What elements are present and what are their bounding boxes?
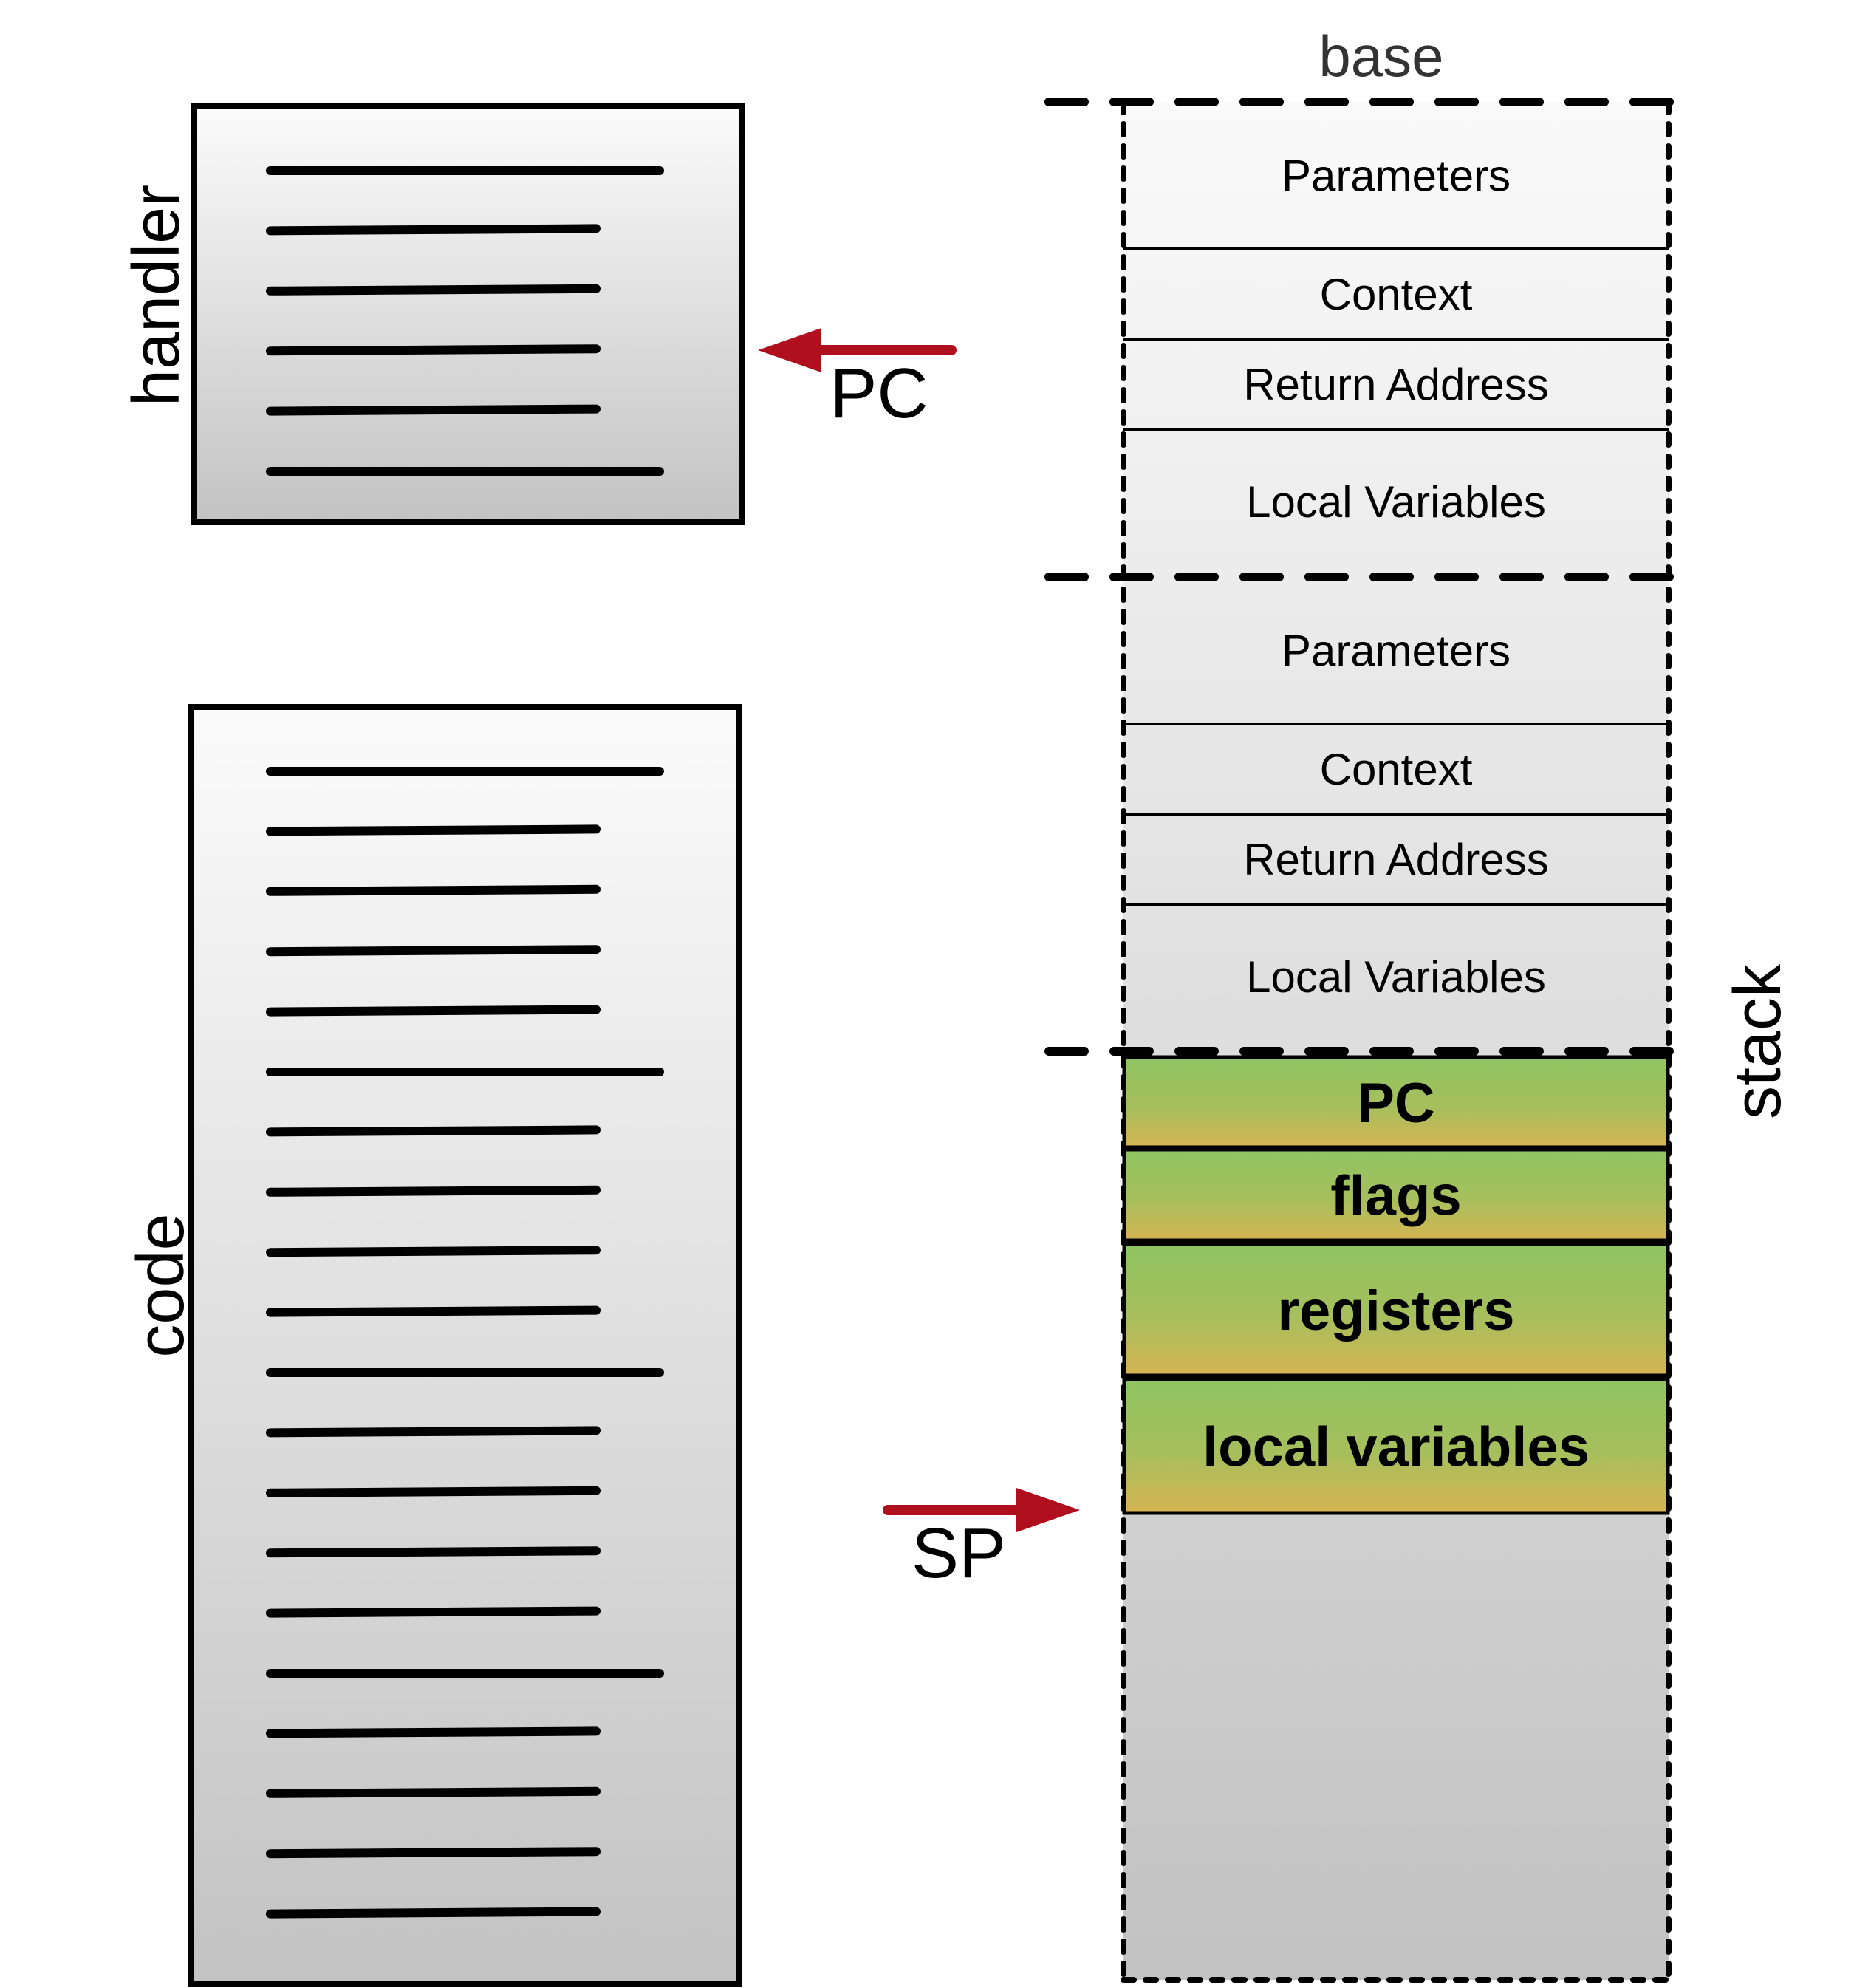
interrupt-cell-label: PC — [1357, 1072, 1435, 1135]
stack-cell-label: Local Variables — [1246, 477, 1546, 527]
code-line — [266, 1786, 601, 1798]
code-line — [266, 1726, 601, 1738]
code-line — [266, 824, 601, 836]
sp-arrow — [883, 1488, 1080, 1532]
code-line — [266, 884, 601, 896]
interrupt-cell-label: local variables — [1203, 1416, 1590, 1479]
interrupt-cell — [1122, 1377, 1670, 1515]
code-line — [266, 1305, 601, 1317]
stack-cell-label: Parameters — [1282, 626, 1511, 676]
pc-pointer-label: PC — [830, 354, 928, 433]
stack-label: stack — [1721, 963, 1795, 1119]
interrupt-cell — [1122, 1242, 1670, 1378]
stack-cell-label: Return Address — [1243, 835, 1549, 884]
stack-cell-label: Context — [1320, 270, 1473, 319]
code-line — [266, 1907, 601, 1919]
code-line — [266, 1546, 601, 1558]
handler-label: handler — [120, 185, 194, 406]
stack-cell-label: Return Address — [1243, 360, 1549, 409]
code-line — [266, 1847, 601, 1859]
code-line — [266, 1125, 601, 1137]
code-line — [266, 344, 601, 356]
code-box — [188, 704, 742, 1987]
handler-box — [191, 103, 745, 525]
code-line — [266, 404, 601, 416]
code-label: code — [124, 1213, 198, 1357]
code-line — [266, 1486, 601, 1497]
base-label: base — [1318, 24, 1443, 89]
code-line — [266, 224, 601, 236]
code-line — [266, 284, 601, 296]
pc-arrow — [758, 328, 957, 372]
interrupt-frame: PC flags registers local variables — [1122, 1055, 1670, 1515]
code-line — [266, 1005, 601, 1017]
interrupt-cell-label: registers — [1277, 1280, 1514, 1342]
code-line — [266, 1246, 601, 1257]
code-line — [266, 1606, 601, 1618]
stack-cell-label: Local Variables — [1246, 952, 1546, 1002]
stack-cell-label: Parameters — [1282, 151, 1511, 201]
interrupt-cell — [1122, 1055, 1670, 1150]
code-line — [266, 1426, 601, 1438]
stack-cell-label: Context — [1320, 745, 1473, 794]
sp-pointer-label: SP — [911, 1514, 1006, 1593]
interrupt-cell-label: flags — [1330, 1165, 1461, 1228]
code-line — [266, 945, 601, 957]
code-line — [266, 1185, 601, 1197]
